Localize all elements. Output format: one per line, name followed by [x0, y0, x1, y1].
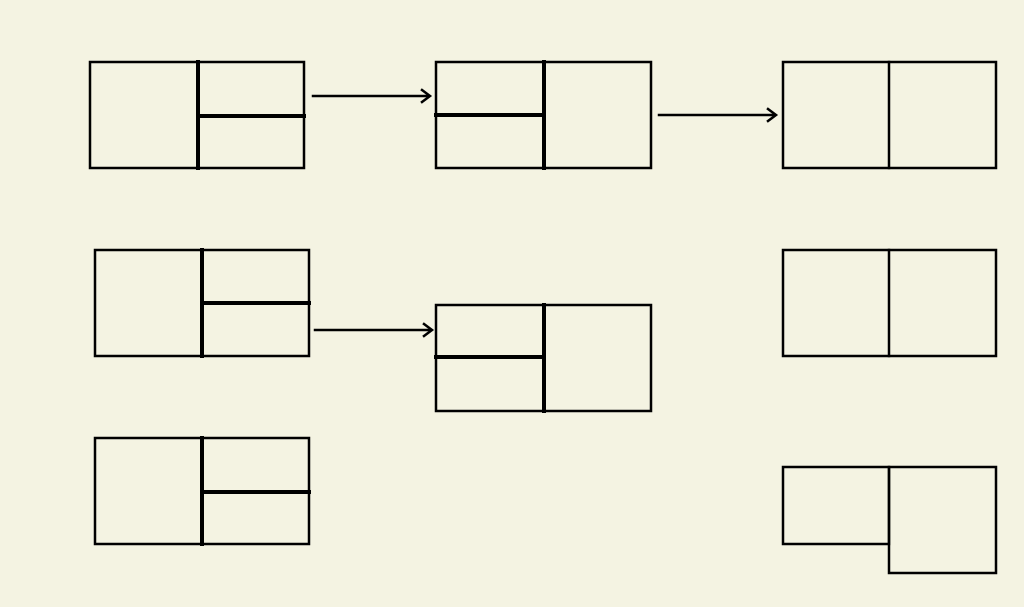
block-r1-a [88, 60, 306, 170]
block-r2-c [781, 248, 998, 358]
block-r3-c [781, 465, 998, 575]
block-r1-c [781, 60, 998, 170]
arrow-r1-ab-head [420, 88, 433, 104]
block-r3-c-left-cell [781, 465, 891, 546]
arrow-r1-ab [311, 88, 433, 104]
arrow-r2-ab [313, 322, 435, 338]
arrow-r1-bc-head [766, 107, 779, 123]
block-r3-c-right-cell [887, 465, 998, 575]
arrow-r1-bc [657, 107, 779, 123]
block-r3-a [93, 436, 311, 546]
block-r1-b [434, 60, 653, 170]
arrow-r2-ab-head [422, 322, 435, 338]
block-r2-b [434, 303, 653, 413]
block-r2-a [93, 248, 311, 358]
